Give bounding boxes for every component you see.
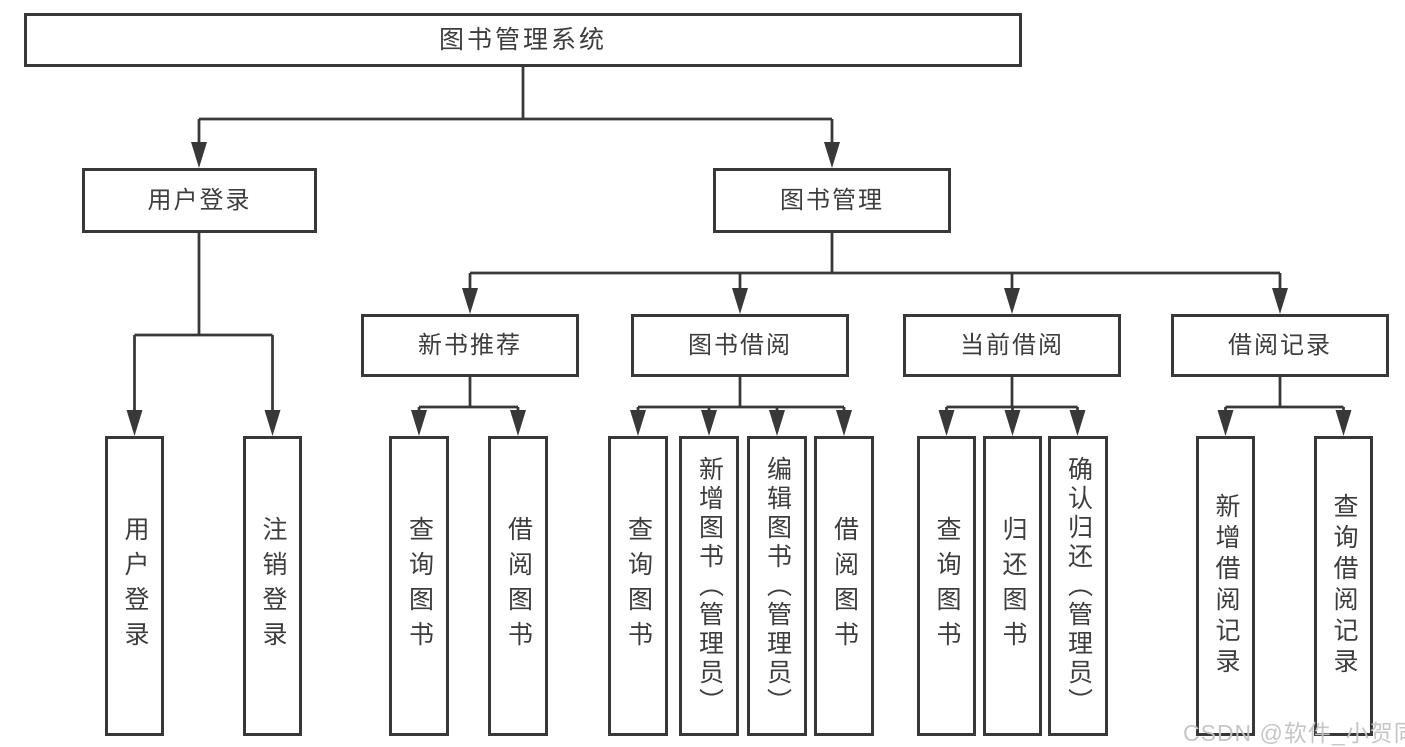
node-borrowing-records: 借阅记录 (1171, 314, 1389, 377)
node-current-borrowing: 当前借阅 (903, 314, 1121, 377)
node-new-book-recommendation: 新书推荐 (361, 314, 579, 377)
leaf-current-confirm-return-admin: 确认归还（管理员） (1048, 436, 1108, 736)
node-book-borrowing: 图书借阅 (631, 314, 849, 377)
node-library-management-system: 图书管理系统 (24, 13, 1022, 67)
leaf-label: 新增借阅记录 (1212, 493, 1240, 679)
leaf-logout: 注销登录 (243, 436, 302, 736)
leaf-borrow-query-books: 查询图书 (608, 436, 668, 736)
leaf-label: 查询图书 (405, 516, 434, 656)
node-user-login: 用户登录 (82, 168, 317, 233)
node-label: 图书管理系统 (438, 25, 607, 54)
leaf-label: 用户登录 (121, 516, 149, 656)
node-label: 图书借阅 (688, 331, 792, 359)
leaf-label: 注销登录 (259, 516, 287, 656)
leaf-label: 查询借阅记录 (1330, 493, 1358, 679)
leaf-user-login: 用户登录 (105, 436, 164, 736)
leaf-newbook-borrow-books: 借阅图书 (488, 436, 548, 736)
node-label: 借阅记录 (1228, 331, 1332, 359)
leaf-borrow-edit-books-admin: 编辑图书（管理员） (747, 436, 807, 736)
leaf-current-query-books: 查询图书 (917, 436, 976, 736)
leaf-records-add-record: 新增借阅记录 (1196, 436, 1255, 736)
leaf-label: 借阅图书 (504, 516, 533, 656)
node-label: 用户登录 (147, 186, 252, 214)
leaf-current-return-books: 归还图书 (983, 436, 1042, 736)
csdn-watermark: CSDN @软件_小贺同学 (1183, 720, 1405, 746)
leaf-label: 归还图书 (999, 516, 1027, 656)
leaf-label: 编辑图书（管理员） (763, 455, 792, 717)
node-label: 当前借阅 (960, 331, 1064, 359)
leaf-records-query-record: 查询借阅记录 (1314, 436, 1373, 736)
node-book-management: 图书管理 (713, 168, 951, 233)
node-label: 新书推荐 (418, 331, 522, 359)
leaf-borrow-borrow-books: 借阅图书 (814, 436, 874, 736)
leaf-label: 查询图书 (624, 516, 653, 656)
node-label: 图书管理 (780, 186, 884, 214)
leaf-label: 新增图书（管理员） (695, 455, 724, 717)
leaf-label: 查询图书 (933, 516, 961, 656)
leaf-borrow-add-books-admin: 新增图书（管理员） (679, 436, 739, 736)
leaf-newbook-query-books: 查询图书 (389, 436, 449, 736)
leaf-label: 借阅图书 (830, 516, 859, 656)
leaf-label: 确认归还（管理员） (1064, 455, 1093, 717)
